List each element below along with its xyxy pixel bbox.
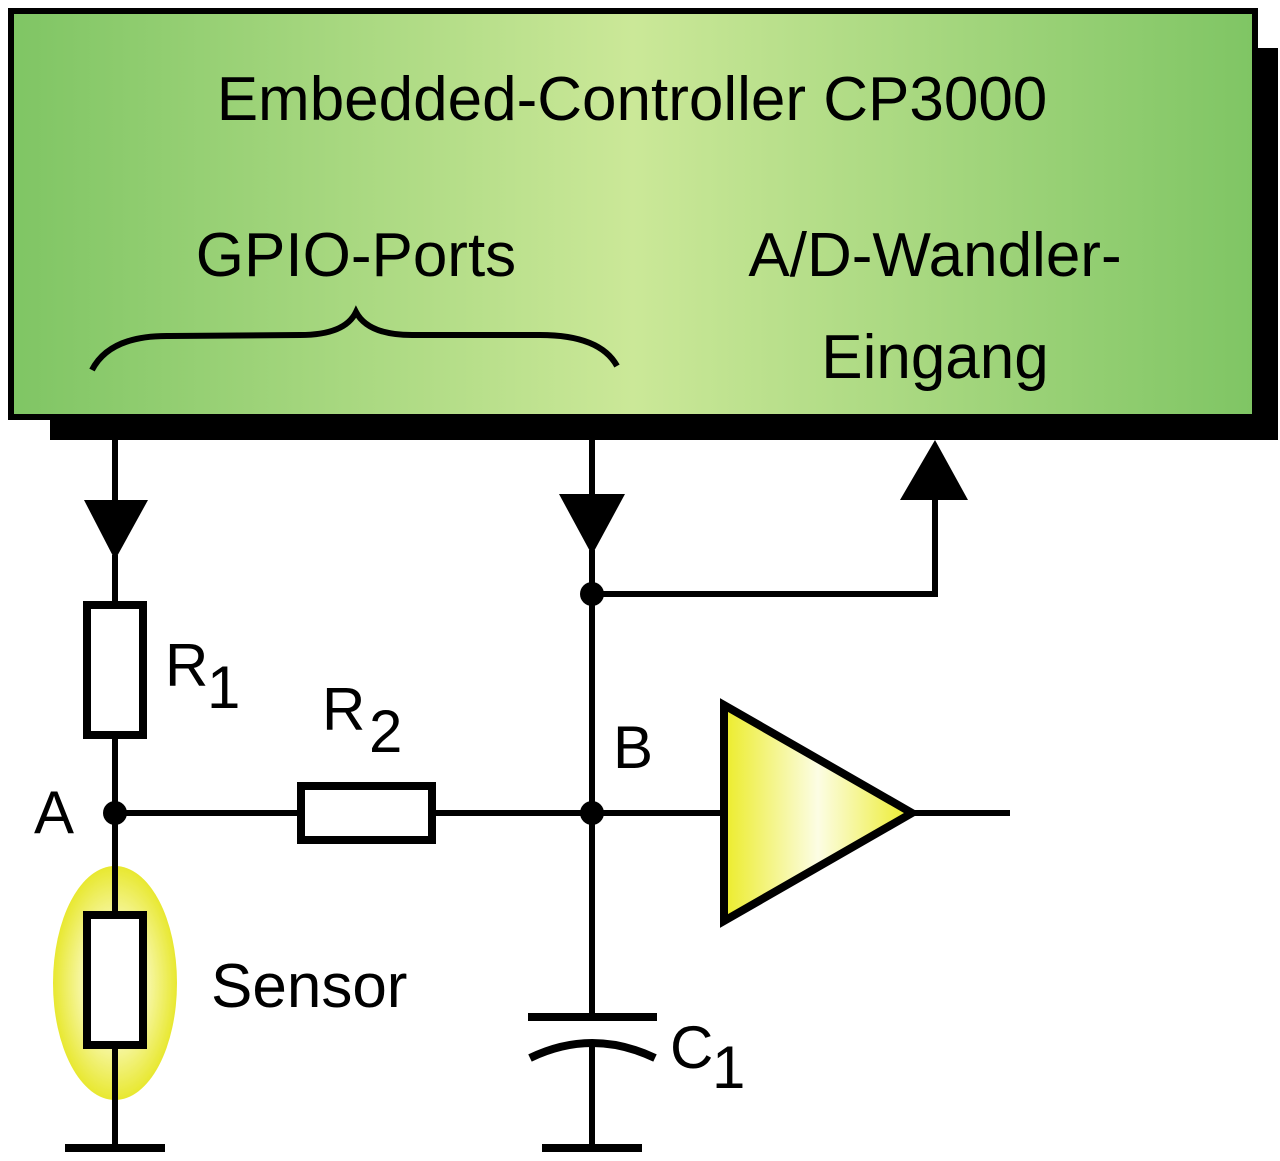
- adc-input-path: [592, 440, 968, 597]
- sensor: Sensor: [53, 866, 407, 1148]
- gpio-output-1: [84, 440, 148, 605]
- r1-subscript: 1: [207, 654, 240, 721]
- node-b-junction: [580, 801, 604, 825]
- arrow-down-icon: [559, 494, 625, 555]
- resistor-r1: R 1: [83, 601, 240, 739]
- gpio-brace: [89, 305, 620, 372]
- capacitor-c1: C 1: [528, 1013, 745, 1148]
- r2-subscript: 2: [369, 698, 402, 765]
- gpio-ports-label: GPIO-Ports: [196, 221, 516, 290]
- c1-subscript: 1: [712, 1034, 745, 1101]
- controller-block: Embedded-Controller CP3000 GPIO-Ports A/…: [8, 8, 1278, 440]
- arrow-down-icon: [84, 500, 148, 560]
- controller-title: Embedded-Controller CP3000: [217, 65, 1048, 134]
- sensor-label: Sensor: [211, 952, 407, 1021]
- adc-label-line1: A/D-Wandler-: [748, 221, 1121, 290]
- arrow-up-icon: [900, 440, 968, 500]
- r1-label: R: [165, 632, 208, 699]
- node-a-label: A: [34, 779, 74, 846]
- c1-label: C: [670, 1014, 713, 1081]
- r2-label: R: [322, 676, 365, 743]
- resistor-r2: R 2: [297, 676, 436, 844]
- node-b-label: B: [613, 714, 653, 781]
- buffer-amplifier: [720, 698, 1010, 928]
- controller-box: [8, 8, 1258, 420]
- adc-label-line2: Eingang: [821, 323, 1049, 392]
